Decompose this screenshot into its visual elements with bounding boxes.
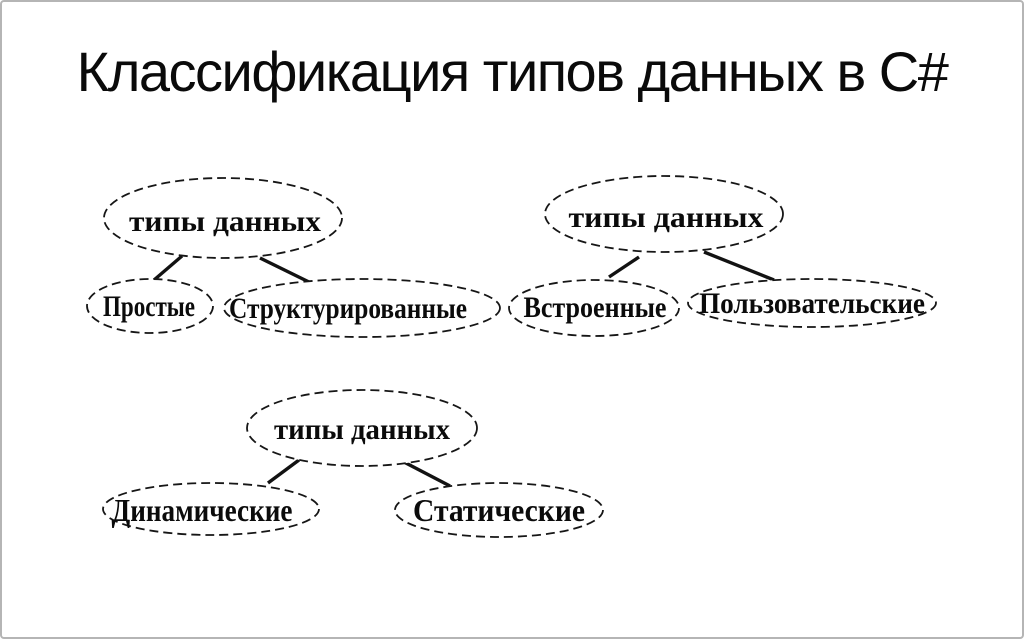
node-ellipse-simple	[86, 278, 214, 334]
node-label-static: Статические	[413, 492, 585, 528]
node-ellipse-builtin	[508, 279, 680, 337]
slide-title: Классификация типов данных в C#	[76, 40, 949, 103]
connector-line	[152, 254, 184, 282]
node-label-dynamic: Динамические	[112, 492, 293, 528]
node-ellipse-root	[544, 175, 784, 253]
node-label-builtin: Встроенные	[524, 291, 667, 324]
node-label-simple: Простые	[103, 290, 195, 323]
connector-line	[266, 458, 301, 485]
node-label-root: типы данных	[129, 205, 321, 238]
connector-line	[259, 256, 312, 285]
node-ellipse-structured	[223, 278, 501, 338]
connector-line	[703, 250, 775, 282]
node-ellipse-user-defined	[687, 278, 937, 328]
connector-line	[401, 459, 451, 488]
node-label-structured: Структурированные	[229, 292, 467, 325]
tree-simple-vs-structured: типы данных Простые Структурированные	[86, 177, 501, 338]
node-ellipse-root	[246, 389, 478, 467]
node-label-user-defined: Пользовательские	[699, 287, 925, 320]
node-ellipse-root	[103, 177, 343, 259]
connector-line	[608, 255, 640, 279]
node-ellipse-static	[394, 482, 604, 538]
tree-dynamic-vs-static: типы данных Динамические Статические	[102, 389, 604, 538]
node-label-root: типы данных	[569, 201, 764, 234]
node-label-root: типы данных	[274, 413, 450, 446]
tree-builtin-vs-user: типы данных Встроенные Пользовательские	[508, 175, 937, 337]
node-ellipse-dynamic	[102, 482, 320, 536]
